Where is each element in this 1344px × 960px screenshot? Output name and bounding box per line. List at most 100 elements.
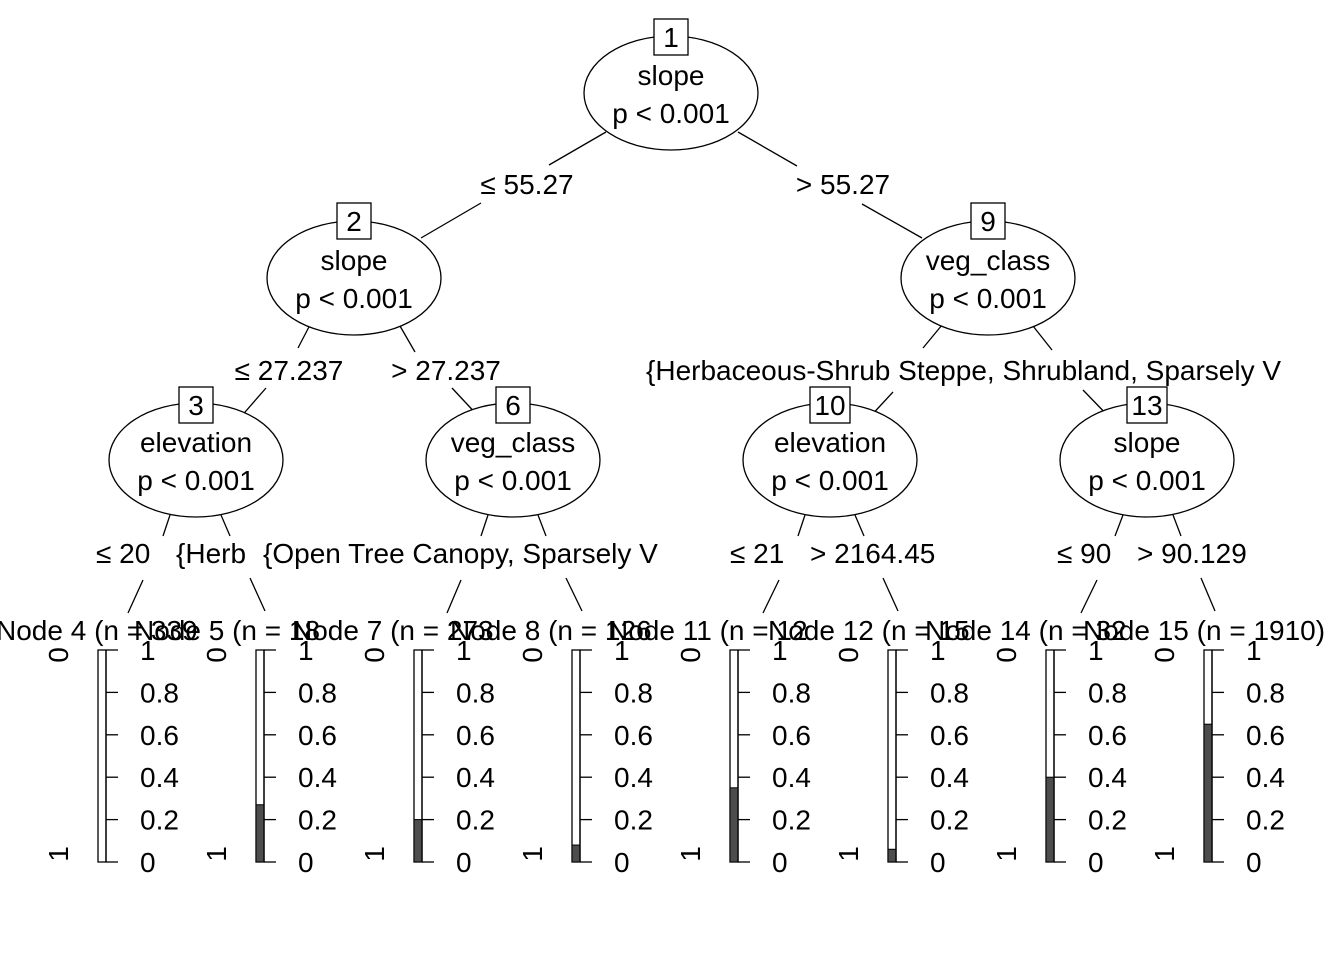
axis-tick-label: 0.2	[772, 805, 811, 836]
side-label-top: 0	[675, 647, 706, 663]
node-id: 13	[1131, 390, 1162, 421]
axis-tick-label: 0.4	[298, 762, 337, 793]
edge-label: ≤ 20	[96, 538, 150, 569]
edge-label: ≤ 21	[730, 538, 784, 569]
axis-tick-label: 0.8	[930, 677, 969, 708]
axis-tick-label: 0.8	[140, 677, 179, 708]
axis-tick-label: 0.8	[298, 677, 337, 708]
edge-label: > 27.237	[391, 355, 501, 386]
edge-labels: ≤ 55.27> 55.27≤ 27.237> 27.237{Herbaceou…	[96, 169, 1281, 569]
axis-tick-label: 0.2	[614, 805, 653, 836]
node-id-box	[495, 386, 531, 424]
edge-1-2-lower	[420, 202, 482, 239]
node-variable: slope	[1114, 427, 1181, 458]
edge-10-11-lower	[762, 579, 780, 614]
node-pvalue: p < 0.001	[771, 465, 889, 496]
axis-tick-label: 0.2	[456, 805, 495, 836]
node-id: 1	[663, 22, 679, 53]
node-id-box	[653, 18, 689, 56]
node-id-box	[1126, 386, 1168, 424]
node-id: 10	[814, 390, 845, 421]
node-pvalue: p < 0.001	[929, 283, 1047, 314]
edge-1-9	[737, 131, 798, 167]
edge-6-8-lower	[565, 577, 583, 612]
terminal-title: Node 12 (n = 15	[768, 615, 970, 646]
edge-10-11	[797, 514, 806, 537]
side-label-bottom: 1	[991, 846, 1022, 862]
edge-10-12-lower	[882, 577, 899, 612]
axis-tick-label: 1	[1088, 635, 1104, 666]
node-pvalue: p < 0.001	[454, 465, 572, 496]
edge-9-13	[1032, 325, 1053, 351]
edge-label: > 55.27	[796, 169, 890, 200]
edge-3-4	[162, 514, 171, 537]
axis-tick-label: 1	[1246, 635, 1262, 666]
axis-tick-label: 0	[930, 847, 946, 878]
edge-1-9-lower	[861, 203, 923, 239]
axis-tick-label: 1	[298, 635, 314, 666]
node-variable: slope	[321, 245, 388, 276]
axis-tick-label: 0.8	[1088, 677, 1127, 708]
proportion-bar-fill	[255, 804, 265, 863]
inner-node-1: 1 slope p < 0.001	[583, 18, 759, 151]
axis-tick-label: 0.8	[772, 677, 811, 708]
proportion-bar-fill	[1203, 723, 1213, 863]
edge-9-10	[922, 324, 943, 349]
edge-13-14	[1114, 514, 1124, 537]
edge-label: ≤ 55.27	[480, 169, 573, 200]
axis-tick-label: 0	[140, 847, 156, 878]
side-label-bottom: 1	[43, 846, 74, 862]
edge-6-7	[480, 514, 489, 537]
edge-13-15	[1172, 514, 1182, 537]
axis-tick-label: 0	[298, 847, 314, 878]
axis-tick-label: 0.4	[1088, 762, 1127, 793]
proportion-bar-outline	[571, 649, 581, 863]
side-label-top: 0	[359, 647, 390, 663]
axis-tick-label: 0	[456, 847, 472, 878]
node-id: 6	[505, 390, 521, 421]
edge-label: ≤ 90	[1057, 538, 1111, 569]
node-pvalue: p < 0.001	[295, 283, 413, 314]
proportion-bar-fill	[571, 844, 581, 863]
edge-label: > 90.129	[1137, 538, 1247, 569]
node-id-box	[809, 386, 851, 424]
axis-tick-label: 0	[1246, 847, 1262, 878]
node-variable: elevation	[140, 427, 252, 458]
terminal-title: Node 15 (n = 1910)	[1083, 615, 1325, 646]
edge-6-7-lower	[446, 579, 462, 614]
node-id-box	[970, 202, 1006, 240]
node-pvalue: p < 0.001	[612, 98, 730, 129]
axis-tick-label: 0	[772, 847, 788, 878]
node-variable: slope	[638, 60, 705, 91]
terminal-title: Node 7 (n = 273	[292, 615, 494, 646]
side-label-top: 0	[1149, 647, 1180, 663]
axis-tick-label: 0	[1088, 847, 1104, 878]
axis-tick-label: 0.8	[1246, 677, 1285, 708]
node-variable: veg_class	[451, 427, 576, 458]
edge-label: ≤ 27.237	[235, 355, 344, 386]
axis-tick-label: 0.2	[140, 805, 179, 836]
terminal-title: Node 14 (n = 32	[925, 615, 1127, 646]
axis-tick-label: 0.6	[930, 720, 969, 751]
side-label-top: 0	[991, 647, 1022, 663]
axis-tick-label: 0.4	[1246, 762, 1285, 793]
proportion-bar-fill	[887, 848, 897, 863]
proportion-bar-fill	[729, 787, 739, 863]
axis-tick-label: 0.6	[1088, 720, 1127, 751]
edge-3-5	[220, 514, 231, 537]
terminal-title: Node 8 (n = 126	[450, 615, 652, 646]
axis-tick-label: 1	[772, 635, 788, 666]
axis-tick-label: 0.6	[1246, 720, 1285, 751]
axis-tick-label: 1	[614, 635, 630, 666]
